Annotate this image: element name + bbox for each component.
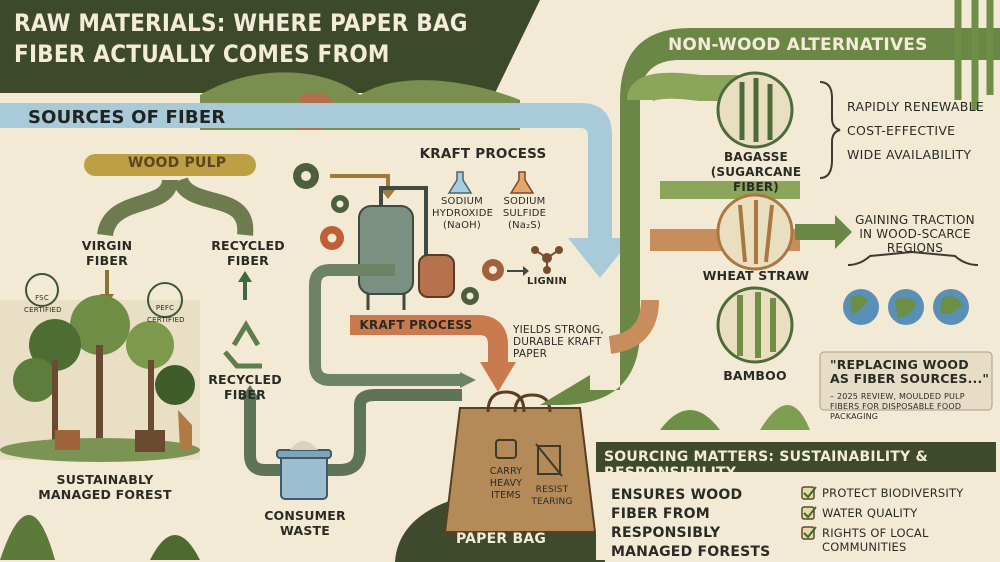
paper-bag-label: PAPER BAG (455, 531, 547, 547)
check-biodiversity: PROTECT BIODIVERSITY (822, 486, 964, 500)
bamboo-decoration (954, 0, 994, 110)
sources-band (0, 103, 632, 278)
quote-source: – 2025 REVIEW, MOULDED PULP FIBERS FOR D… (830, 392, 965, 421)
virgin-fiber-label: VIRGIN FIBER (81, 238, 133, 268)
bagasse-label: BAGASSE (SUGARCANE FIBER) (710, 150, 802, 194)
page-title: RAW MATERIALS: WHERE PAPER BAG FIBER ACT… (14, 9, 468, 68)
recycle-loop-pipe (309, 264, 462, 386)
lignin-label: LIGNIN (527, 276, 567, 287)
forest-illustration (0, 295, 200, 462)
quote-text: "REPLACING WOOD AS FIBER SOURCES..." (830, 357, 990, 386)
benefit-availability: WIDE AVAILABILITY (847, 147, 972, 162)
trash-can-icon (276, 441, 332, 500)
kraft-process-title: KRAFT PROCESS (419, 146, 547, 162)
regions-brace (847, 250, 979, 266)
sourcing-body (596, 472, 996, 560)
sodium-hydroxide-label: SODIUM HYDROXIDE (NaOH) (432, 196, 494, 231)
kraft-output-arrow (350, 315, 508, 368)
fsc-label: FSC CERTIFIED (24, 294, 62, 314)
sources-heading: SOURCES OF FIBER (28, 107, 226, 128)
flask-icon (447, 171, 473, 194)
gear-icons (293, 163, 504, 305)
non-wood-band (540, 28, 1000, 405)
benefit-cost: COST-EFFECTIVE (847, 123, 956, 138)
paper-bag-icon (443, 390, 597, 533)
check-communities: RIGHTS OF LOCAL COMMUNITIES (822, 526, 929, 554)
globe-icons (843, 289, 969, 325)
sourcing-header-bar (596, 442, 996, 472)
bamboo-label: BAMBOO (723, 368, 787, 383)
resist-tearing-label: RESIST TEARING (531, 485, 573, 507)
sodium-sulfide-label: SODIUM SULFIDE (Na₂S) (502, 196, 547, 231)
consumer-waste-label: CONSUMER WASTE (264, 508, 346, 538)
benefits-brace (819, 81, 841, 179)
virgin-pipe (97, 178, 178, 237)
pefc-label: PEFC CERTIFIED (147, 304, 185, 324)
leaf-decoration (0, 515, 55, 560)
fsc-badge-icon (25, 273, 59, 307)
recycled-fiber-caption: RECYCLED FIBER (208, 372, 282, 402)
kraft-result-label: YIELDS STRONG, DURABLE KRAFT PAPER (513, 324, 604, 360)
recycle-symbol-icon (223, 320, 262, 369)
waste-loop-pipe (244, 389, 462, 476)
traction-arrow (795, 215, 852, 249)
checkbox-icons (801, 486, 815, 540)
wheat-straw-label: WHEAT STRAW (702, 268, 810, 283)
pefc-badge-icon (147, 282, 183, 318)
recycled-fiber-label: RECYCLED FIBER (211, 238, 285, 268)
non-wood-heading: NON-WOOD ALTERNATIVES (668, 35, 928, 55)
quote-box (819, 351, 993, 411)
check-water: WATER QUALITY (822, 506, 918, 520)
sourcing-statement: ENSURES WOOD FIBER FROM RESPONSIBLY MANA… (611, 487, 771, 560)
traction-label: GAINING TRACTION IN WOOD-SCARCE REGIONS (855, 213, 975, 255)
recycled-pipe (172, 176, 254, 236)
lignin-molecule-icon (531, 246, 563, 274)
sourcing-heading: SOURCING MATTERS: SUSTAINABILITY & RESPO… (604, 449, 928, 481)
carry-items-label: CARRY HEAVY ITEMS (489, 466, 523, 501)
kraft-process-band-label: KRAFT PROCESS (359, 318, 473, 332)
forest-caption: SUSTAINABLY MANAGED FOREST (38, 472, 172, 502)
benefit-renewable: RAPIDLY RENEWABLE (847, 99, 985, 114)
flask-icon-2 (509, 171, 535, 194)
title-banner (0, 0, 540, 93)
wood-pulp-label: WOOD PULP (127, 155, 227, 171)
